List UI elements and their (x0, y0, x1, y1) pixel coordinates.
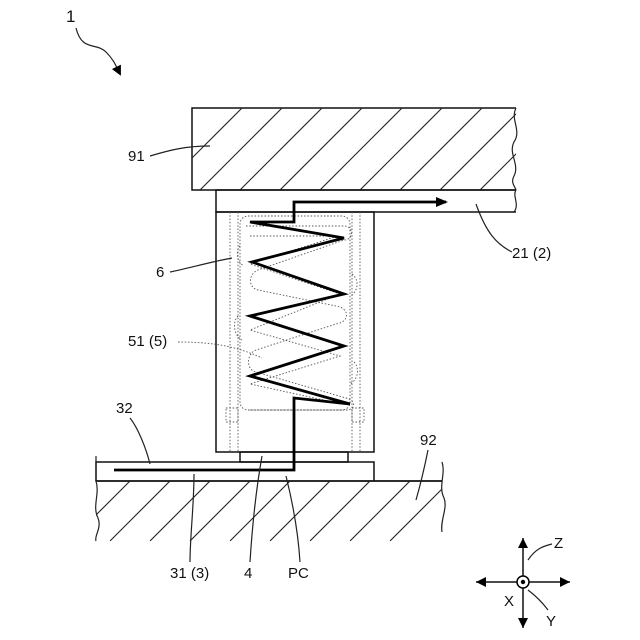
leader-lower-member (190, 474, 194, 562)
label-lower-member: 31 (3) (170, 565, 209, 582)
label-coil: 51 (5) (128, 333, 167, 350)
leader-upper-body (150, 146, 210, 156)
leader-coil (178, 342, 262, 358)
leader-lower-body (416, 450, 428, 500)
leader-wire (130, 418, 150, 464)
axis-label-y: Y (546, 613, 556, 630)
leader-contact-part (250, 456, 262, 562)
figure-label-arrow (76, 28, 120, 74)
label-upper-member: 21 (2) (512, 245, 551, 262)
label-contact-part: 4 (244, 565, 252, 582)
leader-current-path (286, 476, 300, 562)
axis-label-z: Z (554, 535, 563, 552)
upper-body (160, 108, 562, 190)
label-current-path: PC (288, 565, 309, 582)
label-upper-body: 91 (128, 148, 145, 165)
contact-part (96, 452, 374, 481)
label-lower-body: 92 (420, 432, 437, 449)
label-housing: 6 (156, 264, 164, 281)
lower-body (70, 462, 450, 541)
axis-label-x: X (504, 593, 514, 610)
leader-housing (170, 258, 232, 272)
label-wire: 32 (116, 400, 133, 417)
leader-upper-member (476, 204, 512, 252)
coil (235, 216, 358, 410)
figure-label: 1 (66, 7, 75, 26)
